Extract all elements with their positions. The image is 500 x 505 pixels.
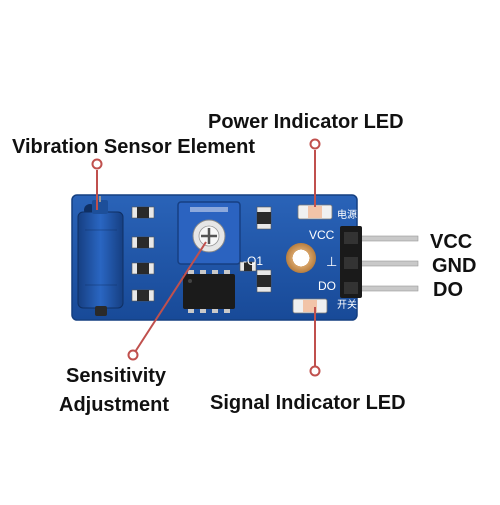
label-signal-indicator-led: Signal Indicator LED xyxy=(210,392,406,414)
pointer-dots xyxy=(91,138,321,377)
pointer-lines xyxy=(96,150,316,366)
silk-do: DO xyxy=(318,279,336,293)
silk-power-cn: 电源 xyxy=(337,208,357,221)
pointer-sensitivity xyxy=(134,241,207,353)
label-pin-vcc: VCC xyxy=(430,231,473,253)
label-power-indicator-led: Power Indicator LED xyxy=(208,111,404,133)
silkscreen: 电源 VCC ⊥ DO -O1 开关 xyxy=(243,208,357,311)
silk-vcc: VCC xyxy=(309,228,335,242)
power-indicator-led xyxy=(297,204,333,220)
mounting-hole-center xyxy=(286,243,316,273)
smd-components-right xyxy=(239,206,272,293)
label-pin-do: DO xyxy=(433,279,463,301)
sensitivity-potentiometer xyxy=(177,201,241,265)
label-pin-gnd: GND xyxy=(432,255,477,277)
silk-o1: -O1 xyxy=(243,254,263,268)
label-sensitivity-line2: Adjustment xyxy=(59,394,169,416)
header-pins xyxy=(359,235,419,292)
smd-components-left xyxy=(131,206,155,302)
label-vibration-sensor-element: Vibration Sensor Element xyxy=(12,136,256,158)
label-sensitivity-line1: Sensitivity xyxy=(66,365,167,387)
silk-gnd: ⊥ xyxy=(326,254,337,269)
comparator-ic xyxy=(183,270,235,313)
signal-indicator-led xyxy=(292,298,328,314)
silk-switch-cn: 开关 xyxy=(337,298,357,311)
vibration-sensor-element xyxy=(77,196,124,316)
